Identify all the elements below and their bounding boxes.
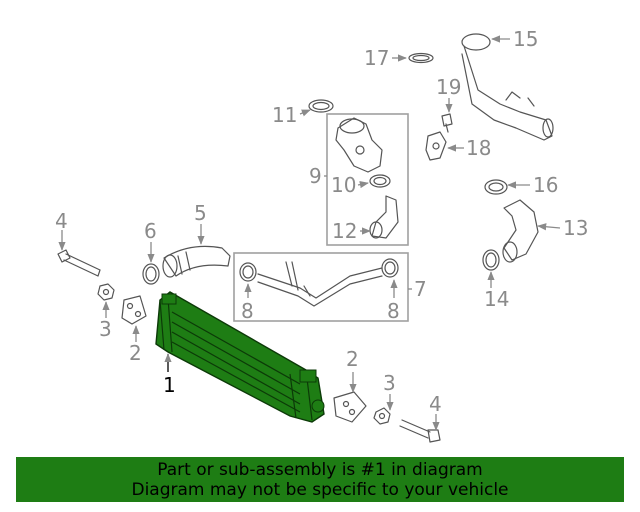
group-box-9 — [326, 113, 409, 246]
callout-14: 14 — [484, 287, 509, 311]
banner-line-2: Diagram may not be specific to your vehi… — [131, 480, 509, 500]
callout-8-right: 8 — [387, 299, 400, 323]
callout-4-right: 4 — [429, 392, 442, 416]
callout-6: 6 — [144, 219, 157, 243]
clamp-part-8-left[interactable] — [239, 262, 257, 282]
duct-part-15[interactable] — [461, 33, 554, 141]
callout-2-right: 2 — [346, 347, 359, 371]
group-box-7 — [233, 252, 409, 322]
hose-part-13[interactable] — [502, 199, 539, 263]
bolt-part-4-left[interactable] — [57, 249, 101, 277]
housing-part-9[interactable] — [335, 117, 383, 173]
callout-15: 15 — [513, 27, 538, 51]
bolt-part-19[interactable] — [441, 113, 453, 133]
bracket-part-2-right[interactable] — [333, 391, 367, 423]
callout-9: 9 — [309, 164, 322, 188]
lead-10 — [357, 181, 369, 189]
nut-part-3-left[interactable] — [97, 283, 115, 301]
callout-4-left: 4 — [55, 209, 68, 233]
seal-part-17[interactable] — [408, 52, 434, 64]
bolt-part-4-right[interactable] — [399, 419, 441, 443]
hose-part-5[interactable] — [162, 245, 231, 278]
nut-part-3-right[interactable] — [373, 407, 391, 425]
callout-3-right: 3 — [383, 371, 396, 395]
callout-10: 10 — [331, 173, 356, 197]
callout-13: 13 — [563, 216, 588, 240]
gasket-part-14[interactable] — [482, 249, 500, 271]
clamp-part-8-right[interactable] — [381, 258, 399, 278]
callout-2-left: 2 — [129, 341, 142, 365]
callout-5: 5 — [194, 201, 207, 225]
info-banner: Part or sub-assembly is #1 in diagram Di… — [16, 457, 624, 502]
clamp-part-16[interactable] — [484, 179, 508, 195]
callout-8-left: 8 — [241, 299, 254, 323]
callout-16: 16 — [533, 173, 558, 197]
clamp-part-10[interactable] — [369, 174, 391, 188]
fitting-part-18[interactable] — [425, 131, 447, 161]
lead-13 — [537, 223, 561, 231]
intercooler-part-1[interactable] — [155, 291, 325, 423]
callout-17: 17 — [364, 46, 389, 70]
callout-18: 18 — [466, 136, 491, 160]
pipe-part-7[interactable] — [257, 261, 383, 307]
seal-part-11[interactable] — [308, 99, 334, 113]
callout-11: 11 — [272, 103, 297, 127]
callout-19: 19 — [436, 75, 461, 99]
hose-part-12[interactable] — [369, 195, 399, 239]
callout-12: 12 — [332, 219, 357, 243]
callout-1: 1 — [163, 373, 176, 397]
banner-line-1: Part or sub-assembly is #1 in diagram — [157, 460, 483, 480]
callout-7: 7 — [414, 277, 427, 301]
lead-11 — [299, 109, 311, 117]
callout-3-left: 3 — [99, 317, 112, 341]
gasket-part-6[interactable] — [142, 263, 160, 285]
bracket-part-2-left[interactable] — [121, 295, 147, 325]
